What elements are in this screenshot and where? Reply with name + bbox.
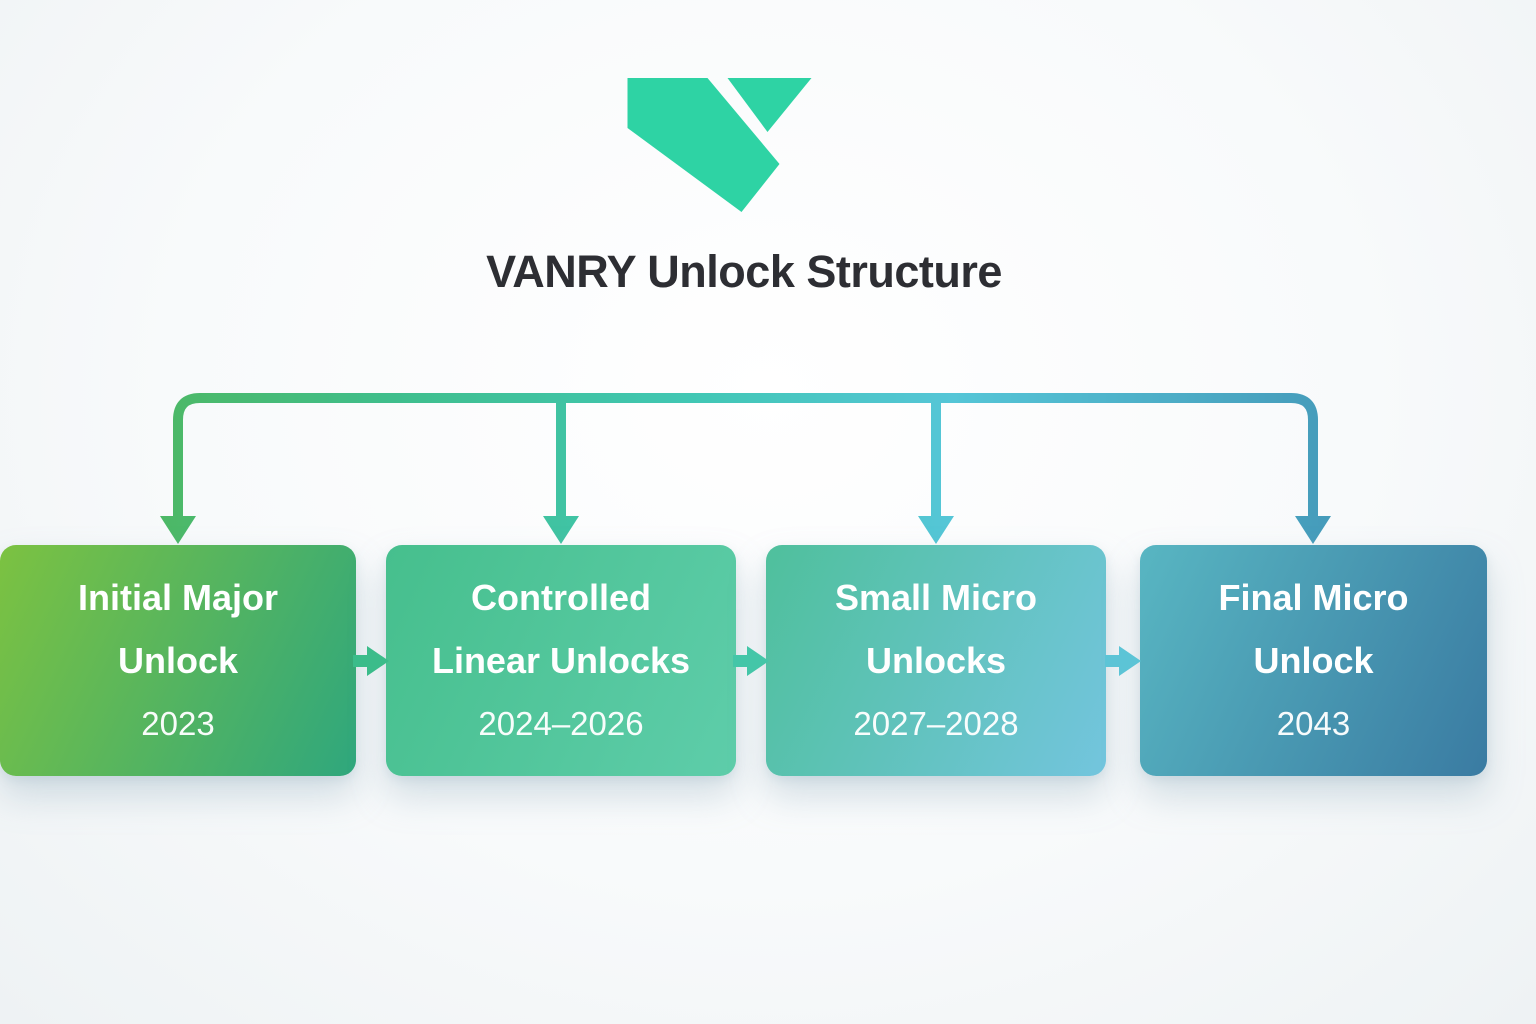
diagram-title: VANRY Unlock Structure: [486, 246, 1002, 297]
node-period: 2024–2026: [478, 704, 644, 742]
node-period: 2023: [141, 704, 215, 742]
vanry-logo-icon: [627, 78, 812, 212]
right-arrow-icon: [353, 646, 389, 676]
unlock-node-final-micro: Final Micro Unlock 2043: [1140, 545, 1487, 776]
branch-connector-icon: [160, 393, 1331, 544]
node-title-line2: Unlock: [1253, 639, 1374, 681]
node-title-line2: Linear Unlocks: [431, 639, 691, 681]
node-title-line1: Small Micro: [834, 576, 1038, 618]
down-arrowhead-icon: [160, 516, 196, 544]
unlock-node-small-micro: Small Micro Unlocks 2027–2028: [766, 545, 1106, 776]
right-arrow-icon: [733, 646, 769, 676]
node-period: 2043: [1276, 704, 1351, 742]
logo-left-stroke: [627, 78, 780, 212]
logo-right-stroke: [727, 78, 812, 132]
node-title-line1: Final Micro: [1218, 576, 1409, 618]
unlock-node-controlled-linear: Controlled Linear Unlocks 2024–2026: [386, 545, 736, 776]
node-period: 2027–2028: [853, 704, 1019, 742]
connector-trunk: [173, 393, 1318, 518]
node-title-line1: Controlled: [471, 576, 651, 618]
node-title-line2: Unlocks: [865, 639, 1007, 681]
down-arrowhead-icon: [543, 516, 579, 544]
node-title-line2: Unlock: [117, 639, 239, 681]
down-arrowhead-icon: [918, 516, 954, 544]
unlock-node-initial-major: Initial Major Unlock 2023: [0, 545, 356, 776]
right-arrow-icon: [1105, 646, 1141, 676]
down-arrowhead-icon: [1295, 516, 1331, 544]
node-title-line1: Initial Major: [77, 576, 279, 618]
